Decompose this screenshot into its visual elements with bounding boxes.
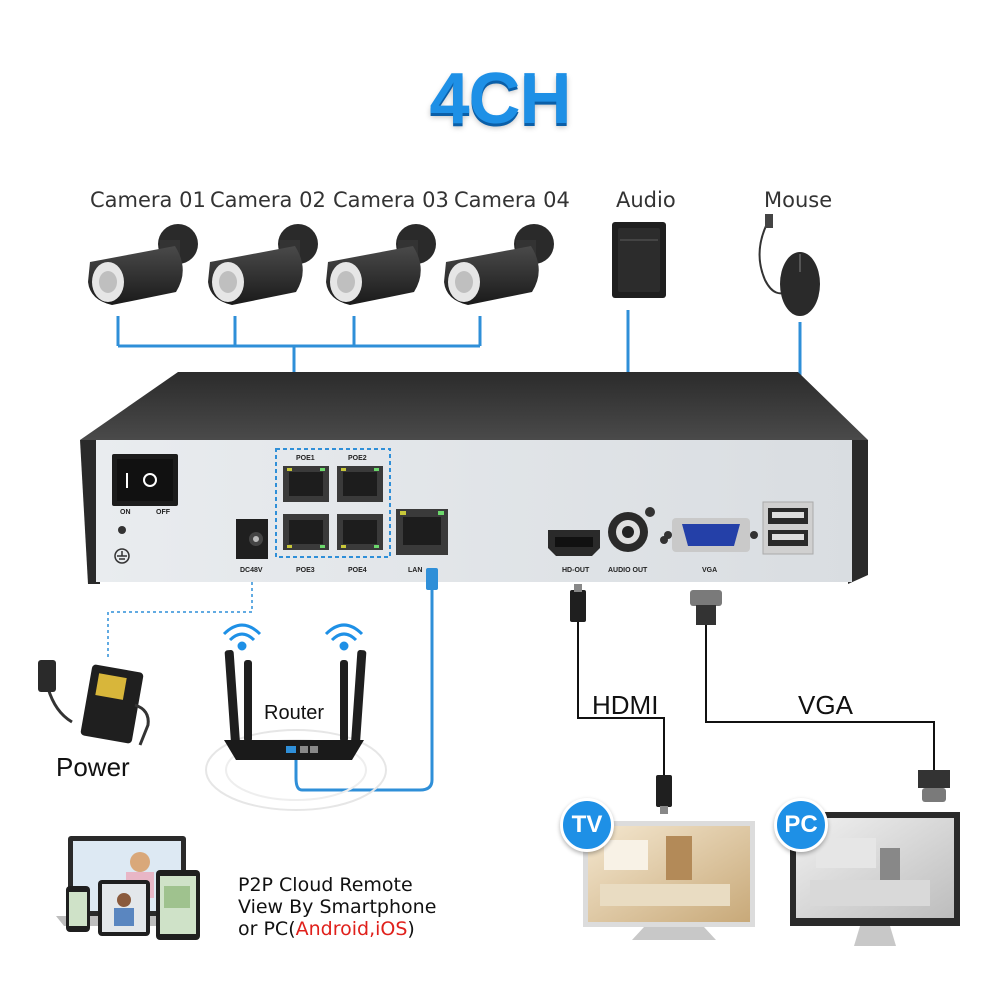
pc-badge: PC	[774, 798, 828, 852]
camera-01-label: Camera 01	[90, 188, 206, 212]
hdout-label: HD-OUT	[562, 567, 590, 574]
vga-label: VGA	[798, 690, 853, 720]
usb-ports-icon	[762, 501, 814, 555]
nvr-top	[80, 372, 868, 440]
hdmi-port-icon	[548, 530, 600, 556]
router-label: Router	[264, 702, 325, 724]
audio-label: Audio	[616, 188, 676, 212]
p2p-platforms: Android,iOS	[295, 918, 408, 940]
page-title: 4CH	[429, 59, 571, 139]
vga-cable	[705, 622, 935, 770]
camera-02-icon	[208, 224, 318, 305]
p2p-line-1: P2P Cloud Remote	[238, 874, 413, 896]
tablet-icon	[156, 870, 200, 940]
tv-icon	[583, 821, 755, 940]
hdmi-cable	[577, 620, 665, 775]
lan-port-icon	[396, 509, 448, 555]
poe1-label: POE1	[296, 455, 315, 462]
camera-04-label: Camera 04	[454, 188, 570, 212]
poe4-label: POE4	[348, 567, 367, 574]
p2p-line-2: View By Smartphone	[238, 896, 437, 918]
hdmi-label: HDMI	[592, 690, 659, 720]
mouse-label: Mouse	[764, 188, 833, 212]
camera-03-icon	[326, 224, 436, 305]
poe-highlight	[275, 448, 391, 558]
vga-port-label: VGA	[702, 567, 717, 574]
router-icon	[205, 649, 387, 811]
speaker-icon	[612, 222, 666, 298]
poe-port-4-icon	[337, 514, 383, 550]
camera-04-icon	[444, 224, 554, 305]
p2p-description: P2P Cloud Remote View By Smartphone or P…	[238, 874, 448, 940]
vga-port-icon	[664, 518, 758, 552]
reset-hole-icon	[118, 526, 126, 534]
tablet-small-icon	[98, 880, 150, 936]
wifi-right-icon	[324, 623, 364, 651]
switch-off-label: OFF	[156, 509, 171, 516]
audio-out-port-icon	[608, 512, 648, 552]
dc-label: DC48V	[240, 567, 263, 574]
switch-on-label: ON	[120, 509, 131, 516]
power-adapter-icon	[38, 660, 150, 746]
tv-badge: TV	[560, 798, 614, 852]
poe-port-3-icon	[283, 514, 329, 550]
camera-03-label: Camera 03	[333, 188, 449, 212]
mouse-icon	[758, 214, 820, 316]
audio-out-label: AUDIO OUT	[608, 567, 648, 574]
power-label: Power	[56, 752, 130, 782]
p2p-line-3: or PC(Android,iOS)	[238, 918, 448, 940]
smartphone-icon	[66, 886, 90, 932]
wifi-left-icon	[222, 623, 262, 651]
power-switch	[112, 454, 178, 506]
poe-port-1-icon	[283, 466, 329, 502]
nvr-back-panel	[96, 440, 852, 582]
dc-jack	[236, 519, 268, 559]
pc-monitor-icon	[790, 812, 960, 946]
poe2-label: POE2	[348, 455, 367, 462]
camera-02-label: Camera 02	[210, 188, 326, 212]
lan-wiring	[294, 580, 434, 792]
p2p-line-3-suffix: )	[407, 918, 415, 940]
ground-icon	[114, 548, 130, 564]
poe3-label: POE3	[296, 567, 315, 574]
camera-01-icon	[88, 224, 198, 305]
p2p-line-3-prefix: or PC(	[238, 918, 296, 940]
power-wiring	[107, 582, 253, 660]
lan-label: LAN	[408, 567, 422, 574]
poe-port-2-icon	[337, 466, 383, 502]
